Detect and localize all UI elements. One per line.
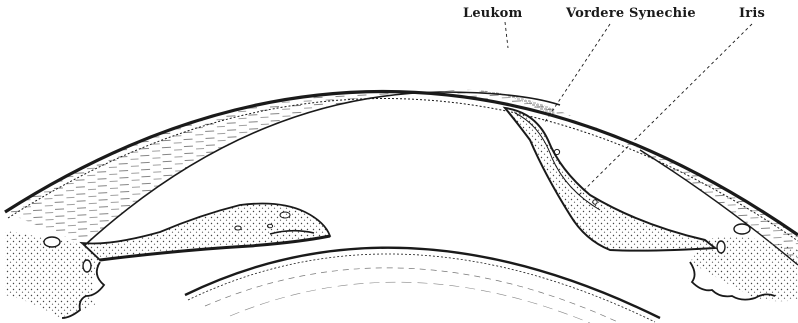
iris-synechia-right [505,108,715,251]
lens [185,248,660,323]
label-vordere-synechie: Vordere Synechie [566,6,696,21]
label-leukom: Leukom [463,6,523,21]
synechie-leader [545,24,610,122]
iris-leader [578,24,752,196]
label-iris: Iris [739,6,765,21]
leukom-leader [505,22,508,48]
